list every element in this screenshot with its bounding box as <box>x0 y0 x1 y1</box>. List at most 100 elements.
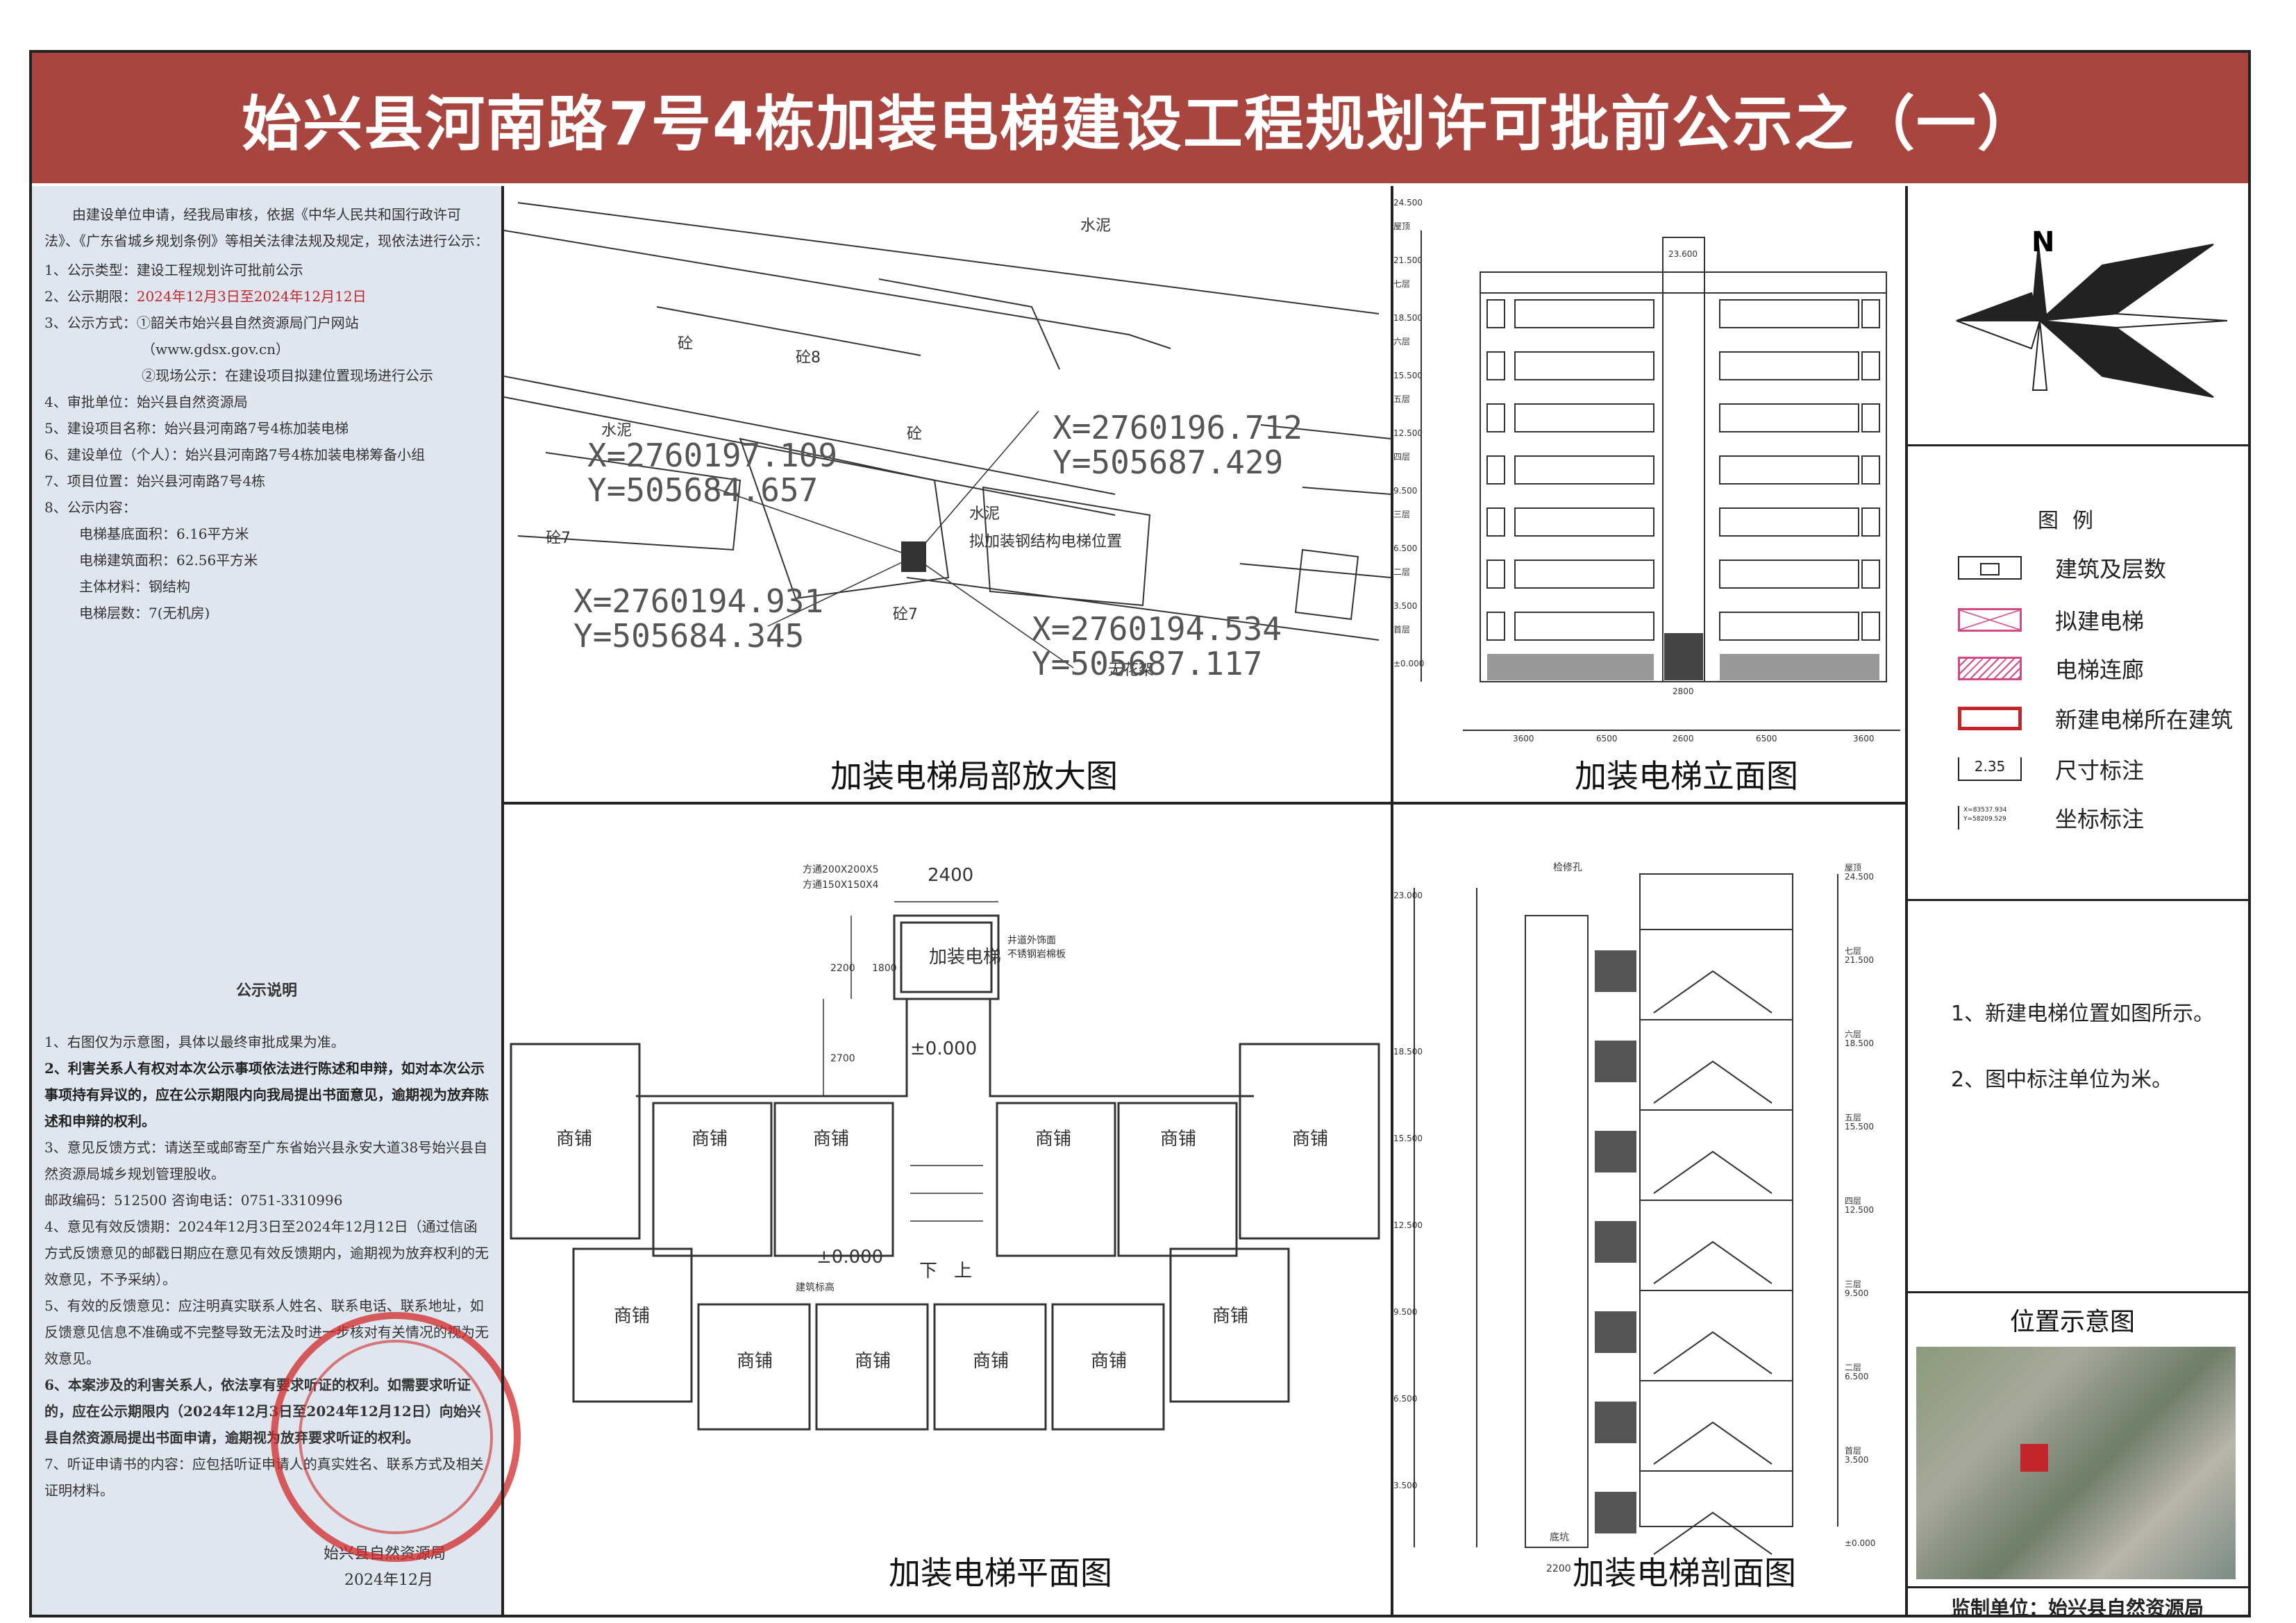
elevation-window <box>1514 299 1654 328</box>
legend-corridor-icon <box>1958 657 2022 680</box>
section-floor-right: 三层 <box>1845 1279 1861 1289</box>
elevation-window <box>1861 612 1880 641</box>
elevation-window <box>1861 560 1880 589</box>
elevation-window <box>1719 507 1859 537</box>
location-aerial-map <box>1916 1347 2236 1579</box>
elevation-level-text: 15.500 <box>1393 371 1423 380</box>
coord-1-y: Y=505684.657 <box>587 471 818 509</box>
divider-horizontal <box>501 802 1905 805</box>
plan-shop-label: 商铺 <box>1035 1129 1071 1150</box>
item-project-name: 5、建设项目名称：始兴县河南路7号4栋加装电梯 <box>44 420 349 437</box>
plan-note-2: 方通150X150X4 <box>803 880 879 891</box>
elev-shaft-width: 2800 <box>1673 687 1694 696</box>
page-title: 始兴县河南路7号4栋加装电梯建设工程规划许可批前公示之（一） <box>242 89 2038 159</box>
elevation-window <box>1719 612 1859 641</box>
section-level-left: 6.500 <box>1393 1394 1417 1404</box>
item-method: 3、公示方式：①韶关市始兴县自然资源局门户网站 <box>44 314 359 331</box>
note-2: 2、图中标注单位为米。 <box>1951 1068 2173 1092</box>
divider-legend <box>1905 899 2249 901</box>
divider-middle <box>1391 186 1393 1617</box>
section-top-label: 检修孔 <box>1553 862 1582 873</box>
divider-footer <box>1905 1586 2249 1588</box>
section-stair <box>1653 1511 1773 1555</box>
elevation-window <box>1486 612 1505 641</box>
elevation-floor-text: 七层 <box>1393 279 1410 289</box>
note-1: 1、新建电梯位置如图所示。 <box>1951 1002 2215 1026</box>
elevation-window <box>1861 299 1880 328</box>
elevation-window <box>1861 351 1880 380</box>
elevation-floor-text: 首层 <box>1393 625 1410 634</box>
section-stair <box>1653 1421 1773 1465</box>
caption-plan: 加装电梯平面图 <box>889 1554 1112 1592</box>
section-level-right: 6.500 <box>1845 1372 1868 1381</box>
legend-title: 图例 <box>2038 509 2107 533</box>
elevation-floor-text: 屋顶 <box>1393 221 1410 231</box>
notice-line-3: 3、意见反馈方式：请送至或邮寄至广东省始兴县永安大道38号始兴县自然资源局城乡规… <box>44 1139 488 1182</box>
section-stair <box>1653 1241 1773 1284</box>
content-floor-area: 电梯建筑面积：62.56平方米 <box>79 552 258 569</box>
label-c7b: 砼7 <box>893 606 918 623</box>
plan-level: ±0.000 <box>910 1038 977 1059</box>
elevation-window <box>1514 351 1654 380</box>
section-floor-right: 五层 <box>1845 1113 1861 1122</box>
plan-shop-label: 商铺 <box>692 1129 728 1150</box>
legend-dimension-icon: 2.35 <box>1958 757 2022 781</box>
plan-shop-label: 商铺 <box>614 1306 650 1327</box>
plan-dim-2: 1800 <box>872 963 897 974</box>
section-floors <box>1595 929 1793 1555</box>
section-stair <box>1653 970 1773 1014</box>
signature-date: 2024年12月 <box>344 1572 433 1589</box>
section-floor-right: 屋顶 <box>1845 863 1861 873</box>
notice-line-2: 2、利害关系人有权对本次公示事项依法进行陈述和申辩，如对本次公示事项持有异议的，… <box>44 1060 489 1129</box>
elevation-window <box>1486 507 1505 537</box>
elevation-window <box>1861 455 1880 485</box>
elevation-window <box>1486 560 1505 589</box>
plan-shop-label: 商铺 <box>556 1129 592 1150</box>
coord-3-y: Y=505684.345 <box>573 617 804 655</box>
section-stair <box>1653 1060 1773 1104</box>
coord-1-x: X=2760197.109 <box>587 437 837 474</box>
section-level-right: 24.500 <box>1845 872 1874 882</box>
section-level-right: 12.500 <box>1845 1205 1874 1215</box>
plan-shop-label: 商铺 <box>973 1351 1009 1372</box>
elevation-shopfront <box>1720 654 1879 680</box>
legend-host-building: 新建电梯所在建筑 <box>1958 703 2233 734</box>
notice-title: 公示说明 <box>235 982 297 1000</box>
coord-2-x: X=2760196.712 <box>1053 409 1302 446</box>
elevation-window <box>1514 403 1654 432</box>
plan-stair-up: 上 <box>954 1261 972 1281</box>
elev-dim-4: 6500 <box>1756 734 1777 743</box>
legend-elevator-icon <box>1958 608 2022 632</box>
section-level-left: 23.000 <box>1393 891 1423 900</box>
coord-2-y: Y=505687.429 <box>1053 444 1283 481</box>
coord-4-y: Y=505687.117 <box>1032 645 1262 682</box>
elevation-floors <box>1486 299 1880 680</box>
divider-right <box>1905 186 1908 1617</box>
elevation-level-text: 21.500 <box>1393 255 1423 265</box>
plan-shop-label: 商铺 <box>855 1351 891 1372</box>
section-level-right: 9.500 <box>1845 1288 1868 1298</box>
elevation-level-text: 24.500 <box>1393 198 1423 208</box>
elevation-level-text: 3.500 <box>1393 601 1417 611</box>
footer-supervisor: 监制单位：始兴县自然资源局 <box>1951 1597 2204 1620</box>
label-cement-3: 水泥 <box>969 505 1000 523</box>
caption-elevation: 加装电梯立面图 <box>1575 757 1798 795</box>
elevation-window <box>1719 403 1859 432</box>
label-covered: 无花架 <box>1108 662 1154 679</box>
elevation-drawing: 24.50021.50018.50015.50012.5009.5006.500… <box>1393 198 1900 743</box>
elev-dim-1: 3600 <box>1513 734 1534 743</box>
elevation-shaft-base <box>1664 633 1703 680</box>
section-landing <box>1595 1311 1636 1353</box>
intro-text: 由建设单位申请，经我局审核，依据《中华人民共和国行政许可法》、《广东省城乡规划条… <box>44 206 489 249</box>
elevation-floor-text: 三层 <box>1393 510 1410 519</box>
content-base-area: 电梯基底面积：6.16平方米 <box>79 525 249 542</box>
plan-dim-3: 2700 <box>830 1053 855 1064</box>
notice-line-4: 4、意见有效反馈期：2024年12月3日至2024年12月12日（通过信函方式反… <box>44 1218 489 1288</box>
item-content: 8、公示内容： <box>44 499 137 516</box>
elevation-window <box>1486 455 1505 485</box>
elevation-window <box>1719 351 1859 380</box>
elevation-window <box>1514 612 1654 641</box>
plan-shop-label: 商铺 <box>1091 1351 1127 1372</box>
divider-left <box>501 186 504 1617</box>
section-level-right: ±0.000 <box>1845 1538 1875 1548</box>
